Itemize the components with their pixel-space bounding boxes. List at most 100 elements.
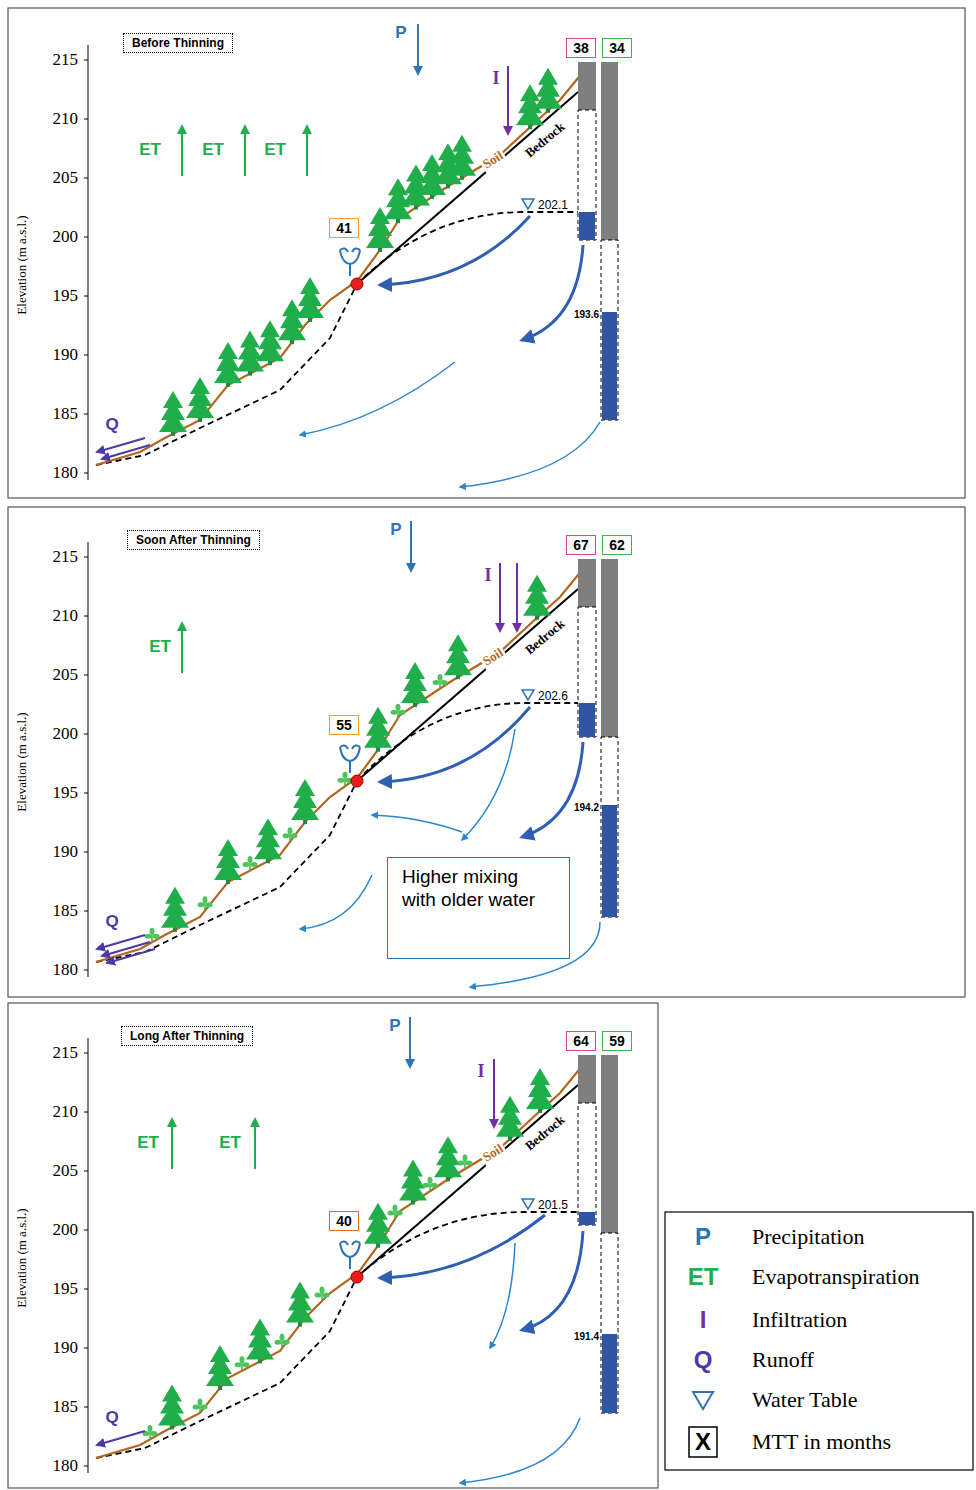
- well-casing: [601, 559, 618, 737]
- shrub-leaf: [151, 1431, 158, 1436]
- shrub: [338, 772, 353, 787]
- shrub-leaf: [391, 710, 398, 715]
- tick-label: 195: [53, 286, 79, 306]
- bedrock-dashed: [96, 284, 357, 465]
- axis-tick: [84, 178, 88, 179]
- tick-label: 215: [53, 1043, 79, 1063]
- spring-symbol: [340, 1241, 360, 1269]
- shrub-leaf: [275, 1340, 282, 1345]
- tree-crown: [496, 1116, 524, 1137]
- flux-symbol: ET: [264, 140, 286, 160]
- well-water: [602, 312, 617, 420]
- shrub-leaf: [323, 1293, 330, 1298]
- shrub-leaf: [338, 778, 345, 783]
- infiltration-arrow: [507, 66, 509, 134]
- shrub: [283, 827, 298, 842]
- node-text: Before Thinning: [132, 36, 224, 50]
- flux-symbol: P: [395, 23, 406, 43]
- shrub: [388, 1205, 403, 1220]
- mtt-box: 67: [566, 535, 596, 555]
- well-casing: [578, 1055, 596, 1103]
- groundwater-flow: [380, 1215, 545, 1278]
- runoff-arrow: [102, 445, 150, 459]
- shrub-leaf: [283, 1340, 290, 1345]
- conifer-tree: [401, 662, 429, 707]
- conifer-tree: [448, 135, 476, 180]
- legend-text: Runoff: [752, 1347, 814, 1373]
- legend-symbol: P: [695, 1223, 711, 1251]
- conifer-tree: [526, 1068, 554, 1113]
- infiltration-arrow: [493, 1059, 495, 1127]
- axis-tick: [84, 852, 88, 853]
- flux-symbol: ET: [202, 140, 224, 160]
- bedrock-line: [357, 1085, 578, 1277]
- shrub-stem: [344, 778, 346, 786]
- water-level-elevation: 191.4: [574, 1331, 599, 1342]
- shrub-leaf: [145, 934, 152, 939]
- panel-frame: [8, 8, 965, 498]
- shrub-stem: [281, 1340, 283, 1348]
- tree-crown: [214, 362, 242, 383]
- water-level-elevation: 194.2: [574, 802, 599, 813]
- axis-title: Elevation (m a.s.l.): [14, 712, 30, 811]
- note-box: Higher mixing with older water: [387, 857, 570, 959]
- et-arrow: [181, 623, 183, 673]
- deep-flow: [462, 729, 515, 840]
- shrub-leaf: [399, 710, 406, 715]
- flux-symbol: ET: [137, 1133, 159, 1153]
- precipitation-arrow: [417, 24, 419, 74]
- tree-crown: [161, 907, 189, 928]
- well-casing: [601, 1055, 618, 1233]
- shrub-leaf: [243, 1362, 250, 1367]
- tree-crown: [364, 1223, 392, 1244]
- conifer-tree: [286, 1282, 314, 1327]
- axis-tick: [84, 675, 88, 676]
- tick-label: 195: [53, 1279, 79, 1299]
- flux-symbol: ET: [139, 140, 161, 160]
- well-water: [579, 1212, 595, 1225]
- shrub: [391, 704, 406, 719]
- conifer-tree: [158, 1384, 186, 1429]
- tree-crown: [158, 1404, 186, 1425]
- flux-symbol: ET: [219, 1133, 241, 1153]
- tree-crown: [366, 227, 394, 248]
- tree-crown: [434, 1156, 462, 1177]
- legend-symbol: ET: [688, 1263, 719, 1291]
- shrub: [235, 1356, 250, 1371]
- mtt-box: 41: [329, 218, 359, 238]
- node-text: Soon After Thinning: [136, 533, 251, 547]
- water-table-elevation: 202.1: [538, 198, 568, 212]
- node-text: 41: [336, 220, 352, 236]
- shrub-leaf: [428, 1177, 433, 1184]
- mtt-box: 38: [566, 38, 596, 58]
- node-text: 67: [573, 537, 589, 553]
- conifer-tree: [364, 707, 392, 752]
- water-table-symbol: [522, 199, 534, 209]
- shrub-leaf: [288, 827, 293, 834]
- shrub-leaf: [423, 1183, 430, 1188]
- node-text: 64: [573, 1033, 589, 1049]
- et-arrow: [171, 1119, 173, 1169]
- groundwater-flow: [522, 742, 583, 837]
- spring-point: [351, 1271, 363, 1283]
- panel-title: Before Thinning: [123, 33, 233, 53]
- shrub-leaf: [463, 1155, 468, 1162]
- shrub-leaf: [240, 1356, 245, 1363]
- legend-water-table-symbol: [693, 1392, 713, 1409]
- conifer-tree: [523, 575, 551, 620]
- conifer-tree: [161, 887, 189, 932]
- conifer-tree: [296, 277, 324, 322]
- deep-flow: [460, 422, 600, 487]
- water-table-elevation: 201.5: [538, 1198, 568, 1212]
- axis-tick: [84, 1348, 88, 1349]
- shrub-leaf: [203, 896, 208, 903]
- shrub-leaf: [251, 862, 258, 867]
- precipitation-arrow: [409, 1017, 411, 1067]
- axis-tick: [84, 1053, 88, 1054]
- legend-mtt-box: [689, 1427, 717, 1457]
- tree-crown: [159, 411, 187, 432]
- conifer-tree: [399, 1159, 427, 1204]
- well-screen: [578, 1103, 596, 1225]
- tick-label: 200: [53, 724, 79, 744]
- node-text: Higher mixing with older water: [402, 866, 555, 912]
